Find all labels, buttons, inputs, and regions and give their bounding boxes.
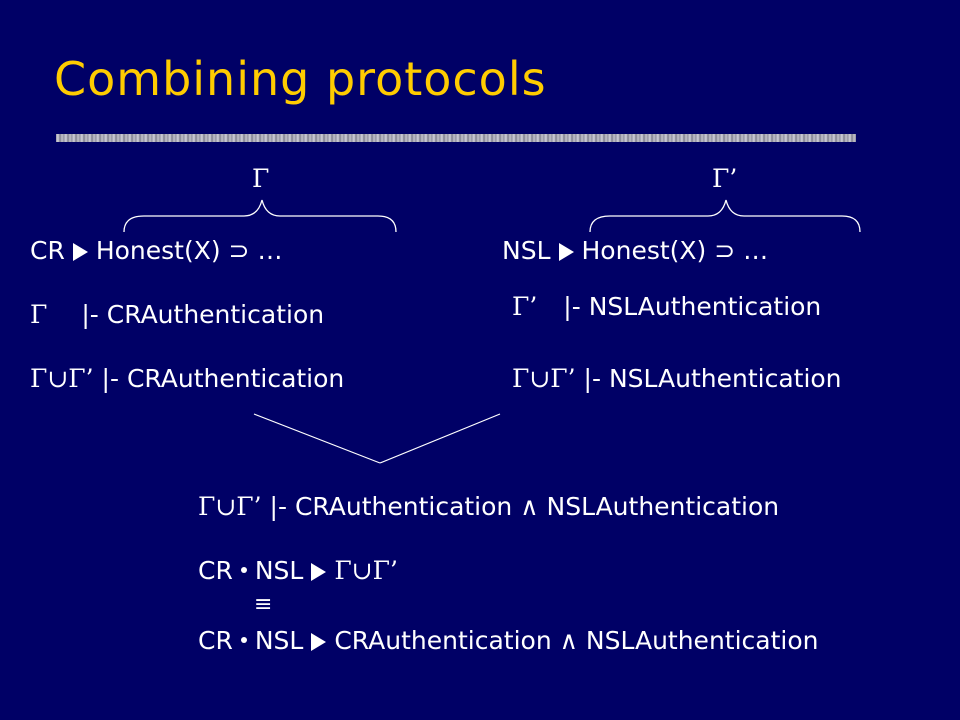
merge-line-right — [379, 413, 501, 464]
composite-nsl-auth: NSLAuthentication — [585, 626, 819, 655]
sequence-dot-icon — [240, 637, 247, 643]
slide-title: Combining protocols — [54, 52, 547, 106]
right-premise: Honest(X) ⊃ … — [581, 236, 769, 265]
composite-union: Γ∪Γ’ — [334, 556, 398, 585]
left-union-line: Γ∪Γ’ |- CRAuthentication — [30, 364, 344, 394]
right-brace-label: Γ’ — [712, 164, 738, 193]
bottom-union: Γ∪Γ’ — [198, 492, 262, 521]
right-gamma: Γ’ — [512, 292, 538, 321]
left-brace-label: Γ — [252, 164, 270, 193]
left-premise: Honest(X) ⊃ … — [95, 236, 283, 265]
left-derive-line: Γ |- CRAuthentication — [30, 300, 324, 330]
composite-cr-1: CR — [198, 556, 233, 585]
and-symbol: ∧ — [559, 626, 578, 655]
title-rule — [56, 134, 856, 142]
triangle-icon — [72, 243, 88, 261]
bottom-conclusion-line: Γ∪Γ’ |- CRAuthentication ∧ NSLAuthentica… — [198, 492, 779, 522]
composite-nsl-1: NSL — [254, 556, 304, 585]
composite-cr-auth: CRAuthentication — [334, 626, 552, 655]
left-premise-line: CR Honest(X) ⊃ … — [30, 236, 282, 266]
right-derive-line: Γ’ |- NSLAuthentication — [512, 292, 821, 322]
left-brace — [123, 199, 397, 233]
right-brace — [589, 199, 861, 233]
left-union-derive: |- CRAuthentication — [101, 364, 345, 393]
triangle-icon — [558, 243, 574, 261]
left-derive: |- CRAuthentication — [81, 300, 325, 329]
right-premise-line: NSL Honest(X) ⊃ … — [502, 236, 768, 266]
cr-protocol: CR — [30, 236, 65, 265]
nsl-protocol: NSL — [502, 236, 551, 265]
merge-line-left — [253, 413, 381, 464]
left-union: Γ∪Γ’ — [30, 364, 94, 393]
bottom-derive: |- CRAuthentication — [269, 492, 513, 521]
equivalence-symbol: ≡ — [254, 592, 273, 617]
composite-line-1: CR NSL Γ∪Γ’ — [198, 556, 398, 586]
triangle-icon — [311, 563, 327, 581]
left-gamma: Γ — [30, 300, 48, 329]
composite-nsl-2: NSL — [254, 626, 304, 655]
right-union-derive: |- NSLAuthentication — [583, 364, 842, 393]
right-union: Γ∪Γ’ — [512, 364, 576, 393]
right-union-line: Γ∪Γ’ |- NSLAuthentication — [512, 364, 842, 394]
sequence-dot-icon — [240, 567, 247, 573]
composite-line-2: CR NSL CRAuthentication ∧ NSLAuthenticatio… — [198, 626, 818, 656]
bottom-nsl-auth: NSLAuthentication — [546, 492, 780, 521]
and-symbol: ∧ — [520, 492, 539, 521]
right-derive: |- NSLAuthentication — [563, 292, 822, 321]
triangle-icon — [311, 633, 327, 651]
composite-cr-2: CR — [198, 626, 233, 655]
